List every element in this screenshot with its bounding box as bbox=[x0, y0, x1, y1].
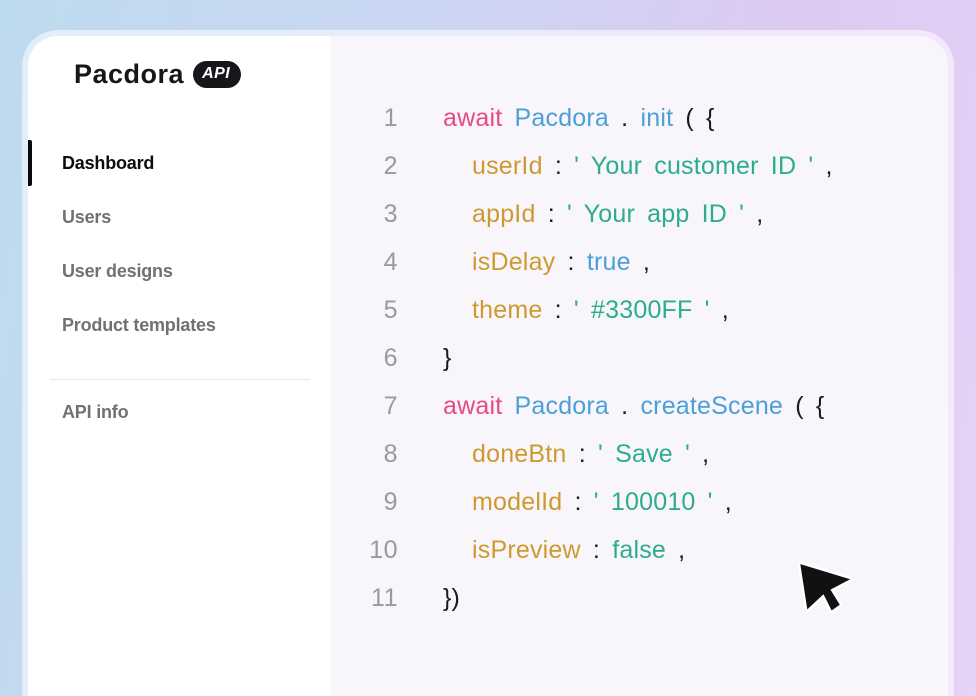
code-line: 11}) bbox=[330, 574, 948, 622]
sidebar-divider bbox=[50, 379, 310, 380]
code-text: } bbox=[443, 344, 452, 373]
code-text: await Pacdora . createScene ( { bbox=[443, 392, 824, 421]
code-token-punctuation: . bbox=[609, 391, 641, 420]
logo-wordmark: Pacdora bbox=[74, 58, 185, 89]
code-token-punctuation: , bbox=[712, 487, 732, 516]
code-token-punctuation: , bbox=[666, 535, 686, 564]
sidebar-item-dashboard[interactable]: Dashboard bbox=[28, 136, 330, 190]
line-number: 11 bbox=[371, 583, 398, 612]
code-lines: 1 await Pacdora . init ( { 2 userId : ' You… bbox=[330, 94, 948, 622]
line-number: 8 bbox=[383, 439, 398, 468]
code-token-punctuation: : bbox=[542, 151, 575, 180]
sidebar-item-product-templates[interactable]: Product templates bbox=[28, 298, 330, 352]
code-token-punctuation: , bbox=[744, 199, 764, 228]
code-token-keyword: await bbox=[443, 391, 515, 420]
code-line: 7 await Pacdora . createScene ( { bbox=[330, 382, 948, 430]
line-number: 10 bbox=[369, 535, 398, 564]
code-token-punctuation: : bbox=[580, 535, 613, 564]
code-token-function: Pacdora bbox=[514, 103, 610, 132]
code-line: 10 isPreview : false , bbox=[330, 526, 948, 574]
sidebar-item-users[interactable]: Users bbox=[28, 190, 330, 244]
code-text: modelId : ' 100010 ' , bbox=[443, 488, 732, 517]
sidebar-item-label: Dashboard bbox=[62, 152, 155, 173]
sidebar-item-api-info[interactable]: API info bbox=[28, 385, 330, 439]
code-line: 1 await Pacdora . init ( { bbox=[330, 94, 948, 142]
code-token-property: modelId bbox=[472, 487, 563, 516]
sidebar-item-label: User designs bbox=[62, 260, 173, 281]
code-line: 8 doneBtn : ' Save ' , bbox=[330, 430, 948, 478]
code-line: 2 userId : ' Your customer ID ' , bbox=[330, 142, 948, 190]
code-token-punctuation: , bbox=[690, 439, 710, 468]
code-token-string: ' #3300FF ' bbox=[573, 295, 710, 324]
line-number: 6 bbox=[383, 343, 398, 372]
active-indicator bbox=[28, 140, 32, 186]
api-badge: API bbox=[193, 60, 242, 88]
code-text: await Pacdora . init ( { bbox=[443, 104, 715, 133]
code-text: doneBtn : ' Save ' , bbox=[443, 440, 709, 469]
line-number: 9 bbox=[383, 487, 398, 516]
code-token-property: theme bbox=[472, 295, 543, 324]
sidebar: Pacdora API Dashboard Users User designs… bbox=[28, 36, 330, 696]
code-token-punctuation: , bbox=[630, 247, 650, 276]
code-token-punctuation: ( { bbox=[783, 391, 825, 420]
code-token-string: ' Your app ID ' bbox=[567, 199, 745, 228]
code-token-punctuation: }) bbox=[443, 583, 461, 612]
app-card: Pacdora API Dashboard Users User designs… bbox=[28, 36, 948, 696]
code-text: }) bbox=[443, 584, 460, 613]
code-line: 5 theme : ' #3300FF ' , bbox=[330, 286, 948, 334]
sidebar-item-label: Product templates bbox=[62, 314, 216, 335]
sidebar-item-user-designs[interactable]: User designs bbox=[28, 244, 330, 298]
line-number: 3 bbox=[383, 199, 398, 228]
code-token-punctuation: . bbox=[609, 103, 641, 132]
line-number: 7 bbox=[383, 391, 398, 420]
logo: Pacdora API bbox=[28, 57, 330, 91]
sidebar-item-label: API info bbox=[62, 401, 129, 422]
code-token-property: isPreview bbox=[472, 535, 581, 564]
code-token-keyword: await bbox=[443, 103, 515, 132]
code-text: appId : ' Your app ID ' , bbox=[443, 200, 763, 229]
code-token-punctuation: : bbox=[535, 199, 567, 228]
sidebar-nav: Dashboard Users User designs Product tem… bbox=[28, 136, 330, 439]
code-text: userId : ' Your customer ID ' , bbox=[443, 152, 833, 181]
line-number: 2 bbox=[383, 151, 398, 180]
code-token-string: ' Save ' bbox=[597, 439, 691, 468]
code-token-property: userId bbox=[472, 151, 543, 180]
code-editor: 1 await Pacdora . init ( { 2 userId : ' You… bbox=[330, 36, 948, 696]
code-token-property: doneBtn bbox=[472, 439, 567, 468]
code-token-property: appId bbox=[472, 199, 536, 228]
code-token-string: false bbox=[612, 535, 667, 564]
code-token-punctuation: , bbox=[813, 151, 833, 180]
code-text: theme : ' #3300FF ' , bbox=[443, 296, 729, 325]
line-number: 1 bbox=[383, 103, 398, 132]
code-text: isDelay : true , bbox=[443, 248, 650, 277]
code-token-punctuation: , bbox=[709, 295, 729, 324]
code-line: 9 modelId : ' 100010 ' , bbox=[330, 478, 948, 526]
code-token-function: init bbox=[640, 103, 674, 132]
code-token-punctuation: : bbox=[566, 439, 598, 468]
code-token-punctuation: : bbox=[562, 487, 594, 516]
code-token-punctuation: : bbox=[542, 295, 574, 324]
line-number: 4 bbox=[383, 247, 398, 276]
code-token-punctuation: ( { bbox=[673, 103, 715, 132]
code-token-function: createScene bbox=[640, 391, 784, 420]
code-token-function: true bbox=[586, 247, 631, 276]
line-number: 5 bbox=[383, 295, 398, 324]
code-token-punctuation: } bbox=[443, 343, 452, 372]
code-token-string: ' 100010 ' bbox=[593, 487, 713, 516]
code-text: isPreview : false , bbox=[443, 536, 685, 565]
code-token-function: Pacdora bbox=[514, 391, 610, 420]
code-line: 4 isDelay : true , bbox=[330, 238, 948, 286]
sidebar-item-label: Users bbox=[62, 206, 112, 227]
code-line: 6} bbox=[330, 334, 948, 382]
code-token-string: ' Your customer ID ' bbox=[574, 151, 814, 180]
code-token-punctuation: : bbox=[555, 247, 587, 276]
code-token-property: isDelay bbox=[472, 247, 556, 276]
code-line: 3 appId : ' Your app ID ' , bbox=[330, 190, 948, 238]
